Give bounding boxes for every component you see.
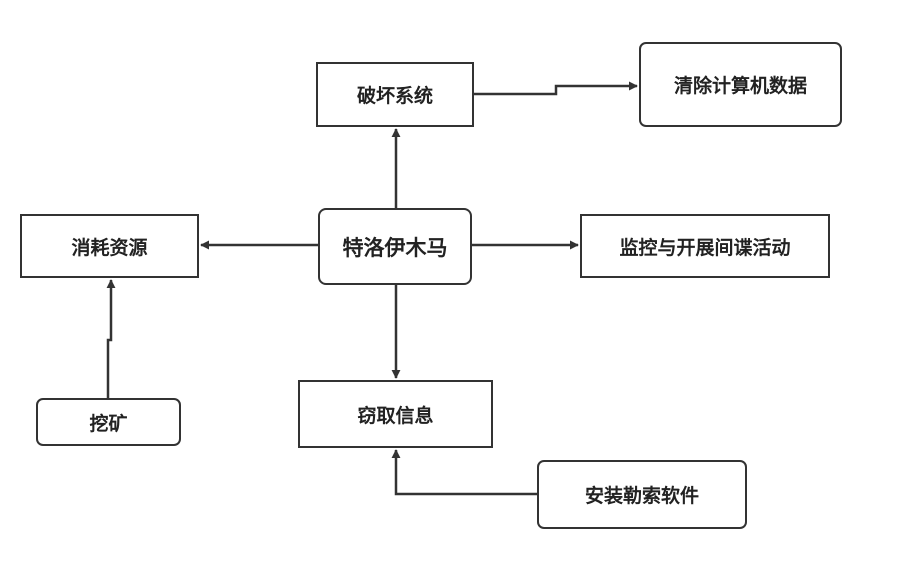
node-mining[interactable]: 挖矿 [36,398,181,446]
node-monitor-espionage[interactable]: 监控与开展间谍活动 [580,214,830,278]
node-mining-label: 挖矿 [89,412,128,435]
node-steal-info-label: 窃取信息 [357,404,434,427]
node-destroy-system[interactable]: 破坏系统 [316,62,474,127]
node-steal-info[interactable]: 窃取信息 [298,380,493,448]
node-consume-resources[interactable]: 消耗资源 [20,214,199,278]
node-destroy-system-label: 破坏系统 [356,85,433,107]
edge-destroy-system-to-clear-data [474,81,638,96]
node-trojan-horse-label: 特洛伊木马 [342,235,448,260]
node-ransomware-label: 安装勒索软件 [584,485,699,507]
edge-ransomware-to-steal-info [391,449,537,496]
node-clear-data-label: 清除计算机数据 [673,75,807,97]
edge-mining-to-consume-resources [106,279,116,398]
node-trojan-horse[interactable]: 特洛伊木马 [318,208,472,285]
node-consume-resources-label: 消耗资源 [71,236,148,259]
node-ransomware[interactable]: 安装勒索软件 [537,460,747,529]
node-monitor-espionage-label: 监控与开展间谍活动 [619,236,791,259]
node-clear-data[interactable]: 清除计算机数据 [639,42,842,127]
